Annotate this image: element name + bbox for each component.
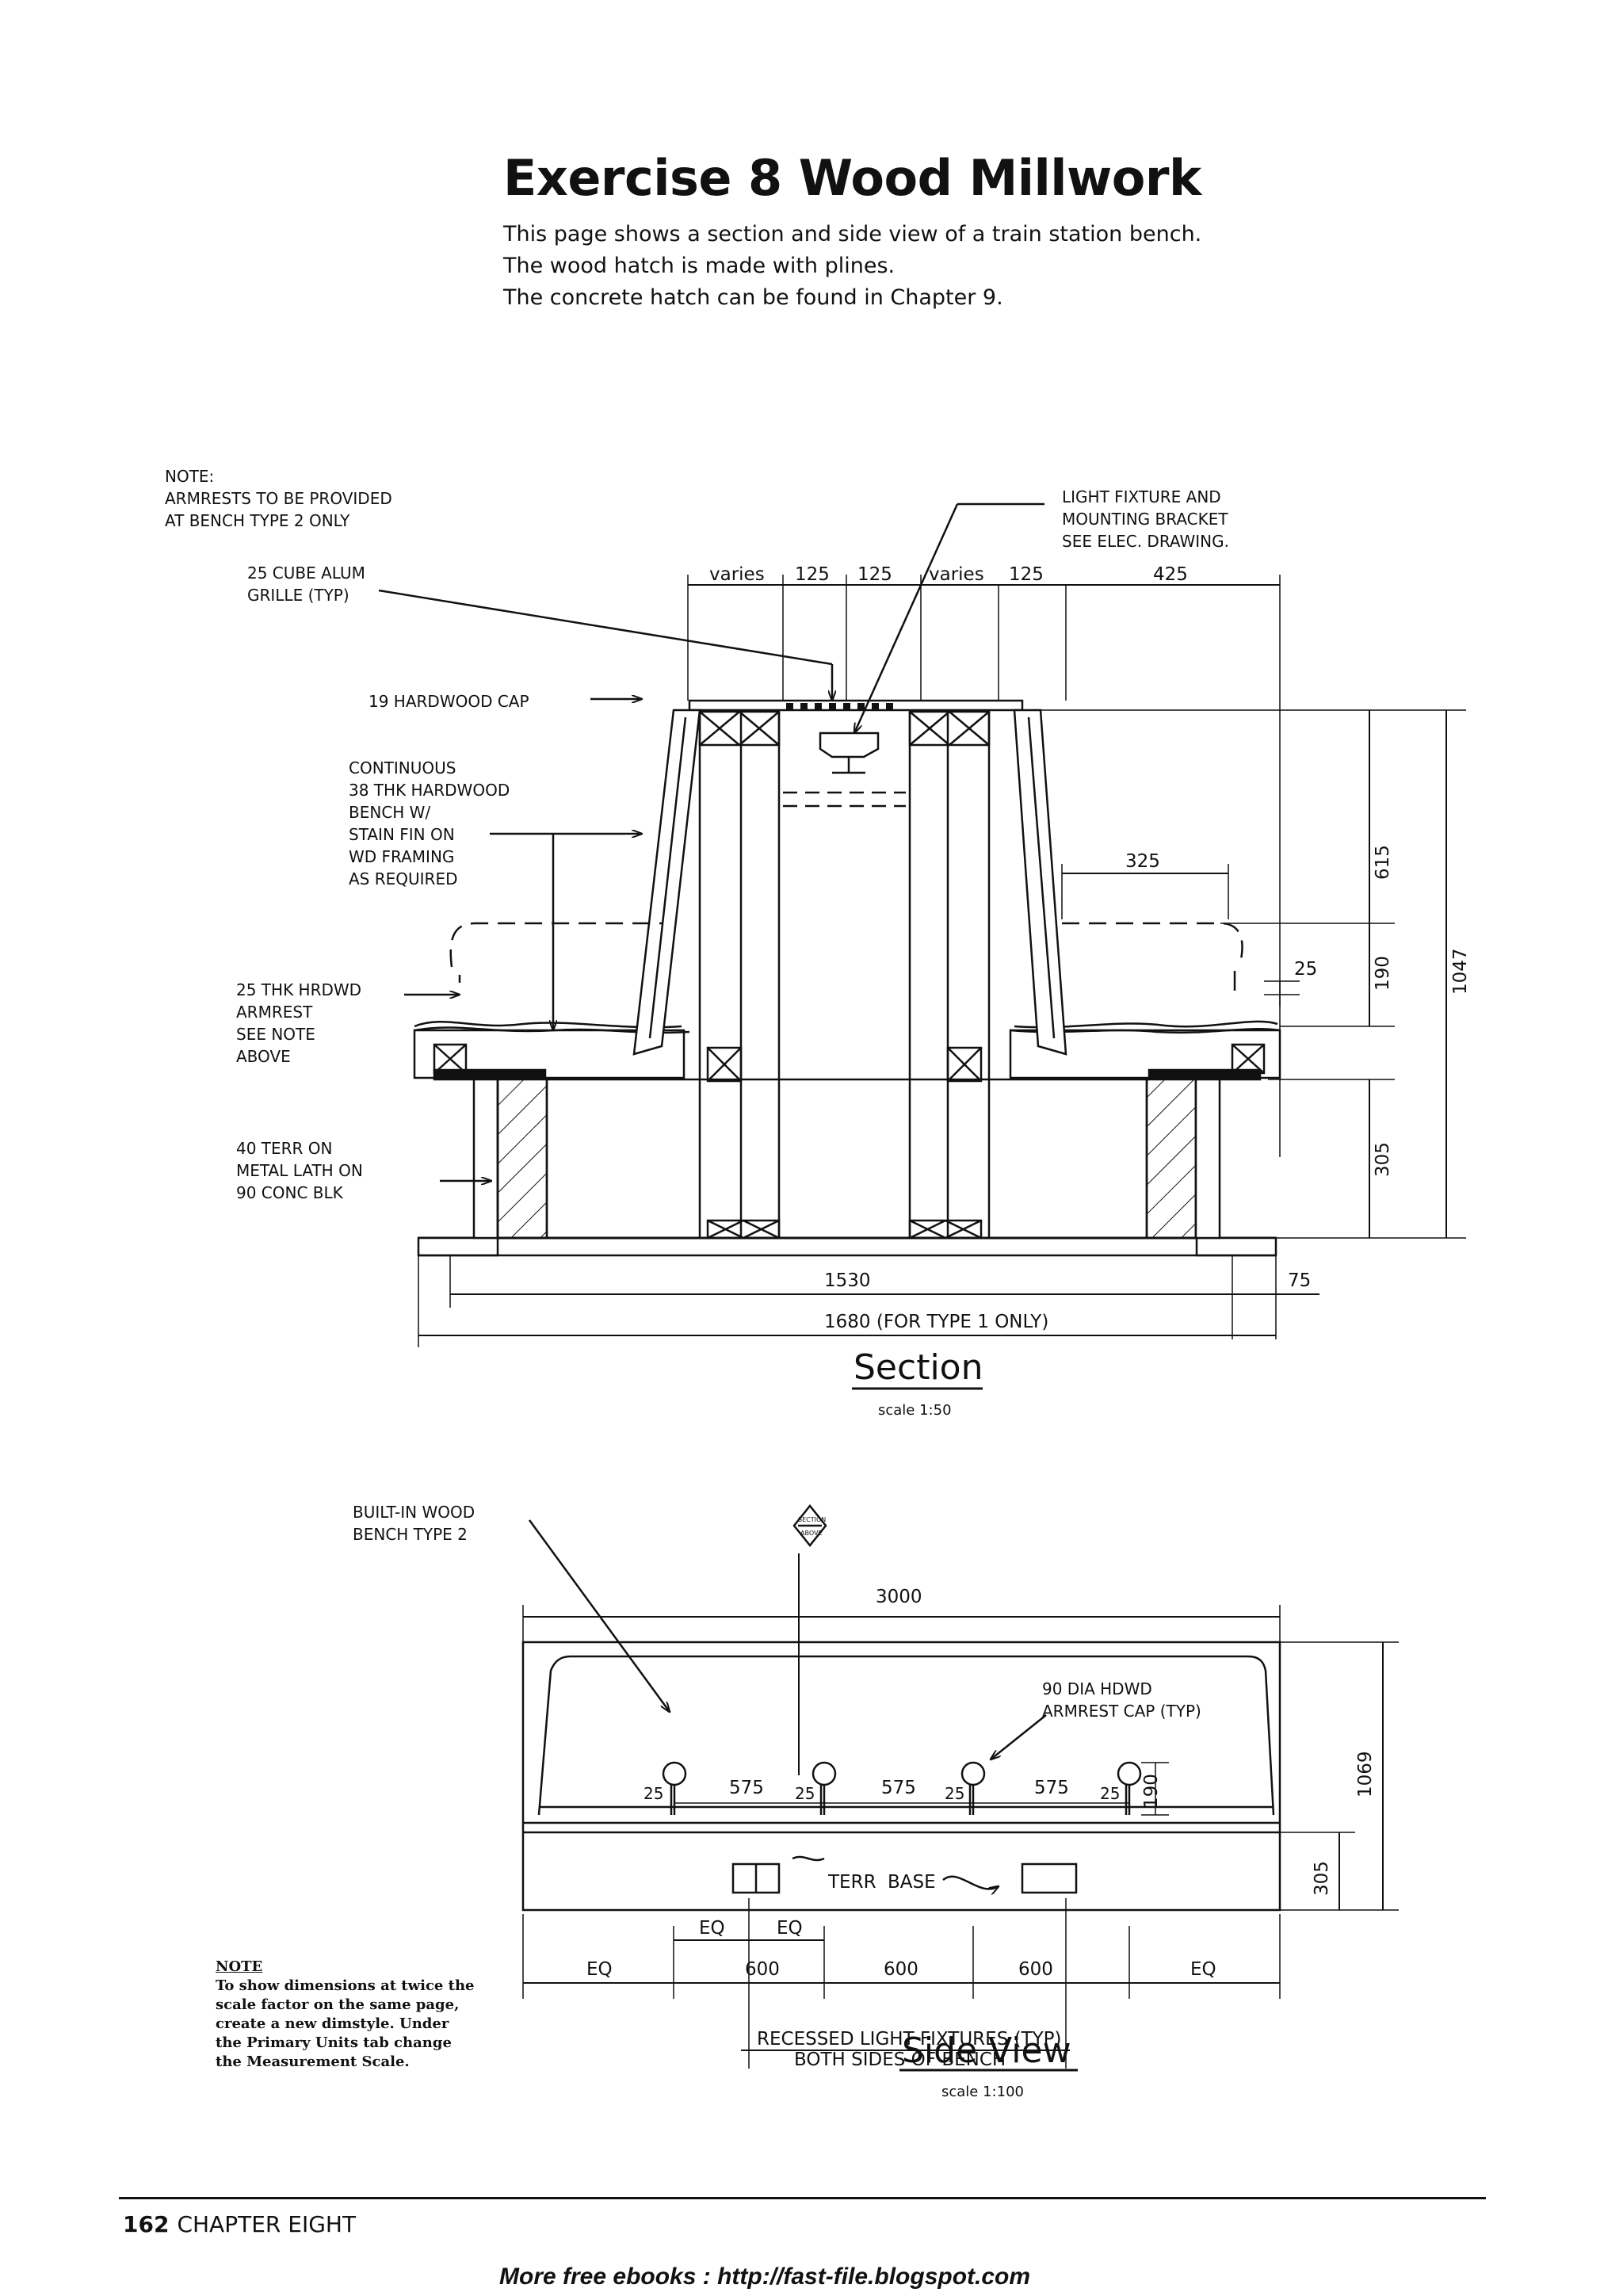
section-caption: Section	[854, 1347, 983, 1388]
side-view-labels: BUILT-IN WOOD BENCH TYPE 2 SECTION ABOVE…	[353, 1503, 1376, 2100]
lights-label: BOTH SIDES OF BENCH	[794, 2050, 1006, 2070]
dim-label: 3000	[876, 1587, 922, 1607]
note-head-line: ARMRESTS TO BE PROVIDED	[165, 489, 392, 508]
dim-label: 75	[1288, 1270, 1311, 1291]
bench-label: CONTINUOUS	[349, 758, 456, 777]
intro-line: This page shows a section and side view …	[503, 222, 1202, 246]
armrest-label: SEE NOTE	[236, 1025, 315, 1044]
dim-label: 125	[857, 564, 892, 585]
dim-label: 125	[1009, 564, 1044, 585]
footer-divider	[119, 2197, 1486, 2199]
armrest-cap-label: 90 DIA HDWD	[1042, 1679, 1152, 1698]
intro-text: This page shows a section and side view …	[503, 219, 1201, 314]
dim-label: 25	[945, 1784, 964, 1803]
dim-label: EQ	[1190, 1959, 1216, 1980]
dim-label: 1680 (FOR TYPE 1 ONLY)	[824, 1312, 1048, 1332]
dim-label: 25	[795, 1784, 815, 1803]
page-title: Exercise 8 Wood Millwork	[503, 149, 1201, 207]
grille-label: GRILLE (TYP)	[247, 586, 349, 605]
dim-label: 305	[1373, 1142, 1393, 1177]
bench-type-label: BUILT-IN WOOD	[353, 1503, 475, 1522]
section-tag-label: SECTION	[798, 1516, 826, 1523]
section-tag-label: ABOVE	[800, 1530, 823, 1537]
bench-label: BENCH W/	[349, 803, 430, 822]
base-label: BASE	[888, 1872, 936, 1893]
dim-label: 325	[1125, 851, 1160, 872]
dim-label: 575	[881, 1778, 916, 1798]
section-scale: scale 1:50	[878, 1402, 952, 1419]
dim-label: 190	[1141, 1774, 1162, 1809]
dim-label: 600	[745, 1959, 780, 1980]
dim-label: 1069	[1355, 1751, 1376, 1797]
dim-label: 305	[1312, 1861, 1332, 1896]
dim-label: EQ	[777, 1918, 803, 1939]
bench-label: AS REQUIRED	[349, 869, 457, 888]
dim-label: 575	[729, 1778, 764, 1798]
dim-label: varies	[709, 564, 765, 585]
note-text: To show dimensions at twice the scale fa…	[216, 1977, 475, 2070]
bench-type-label: BENCH TYPE 2	[353, 1525, 468, 1544]
dim-label: 25	[1100, 1784, 1120, 1803]
dim-label: 425	[1153, 564, 1188, 585]
dim-label: 190	[1373, 956, 1393, 991]
lights-label: RECESSED LIGHT FIXTURES (TYP)	[757, 2029, 1062, 2050]
terr-label: TERR	[827, 1872, 876, 1893]
dim-label: 615	[1373, 845, 1393, 880]
ebook-link[interactable]: More free ebooks : http://fast-file.blog…	[499, 2264, 1031, 2290]
section-labels: NOTE: ARMRESTS TO BE PROVIDED AT BENCH T…	[165, 467, 1471, 1419]
intro-line: The wood hatch is made with plines.	[503, 254, 896, 278]
armrest-cap-label: ARMREST CAP (TYP)	[1042, 1702, 1201, 1721]
dim-label: 575	[1034, 1778, 1069, 1798]
note-head-line: NOTE:	[165, 467, 214, 486]
bench-label: 38 THK HARDWOOD	[349, 781, 510, 800]
note-box: NOTE To show dimensions at twice the sca…	[216, 1958, 477, 2072]
cap-label: 19 HARDWOOD CAP	[369, 692, 529, 711]
armrest-label: 25 THK HRDWD	[236, 980, 361, 999]
dim-label: 25	[643, 1784, 663, 1803]
dim-label: 600	[884, 1959, 918, 1980]
dim-label: 1047	[1450, 948, 1471, 995]
page-number: 162	[123, 2211, 170, 2237]
armrest-label: ABOVE	[236, 1047, 291, 1066]
side-view-caption: Side View	[902, 2030, 1071, 2071]
bench-label: STAIN FIN ON	[349, 825, 455, 844]
side-view-scale: scale 1:100	[941, 2084, 1024, 2100]
terr-label: METAL LATH ON	[236, 1161, 363, 1180]
dim-label: 600	[1018, 1959, 1053, 1980]
dim-label: EQ	[699, 1918, 725, 1939]
grille-label: 25 CUBE ALUM	[247, 563, 365, 583]
light-label: SEE ELEC. DRAWING.	[1062, 532, 1229, 551]
light-label: MOUNTING BRACKET	[1062, 510, 1228, 529]
section-drawing	[378, 502, 1466, 1390]
dim-label: 25	[1294, 959, 1317, 980]
terr-label: 90 CONC BLK	[236, 1183, 344, 1202]
light-label: LIGHT FIXTURE AND	[1062, 487, 1221, 506]
dim-label: EQ	[586, 1959, 613, 1980]
chapter-name: CHAPTER EIGHT	[177, 2211, 357, 2237]
dim-label: varies	[929, 564, 984, 585]
dim-label: 125	[795, 564, 830, 585]
terr-label: 40 TERR ON	[236, 1139, 333, 1158]
bench-label: WD FRAMING	[349, 847, 454, 866]
intro-line: The concrete hatch can be found in Chapt…	[503, 285, 1003, 310]
dim-label: 1530	[824, 1270, 871, 1291]
armrest-label: ARMREST	[236, 1003, 313, 1022]
side-view-drawing	[521, 1503, 1399, 2072]
note-head-line: AT BENCH TYPE 2 ONLY	[165, 511, 350, 530]
note-heading: NOTE	[216, 1958, 263, 1975]
chapter-footer: 162 CHAPTER EIGHT	[123, 2211, 356, 2237]
